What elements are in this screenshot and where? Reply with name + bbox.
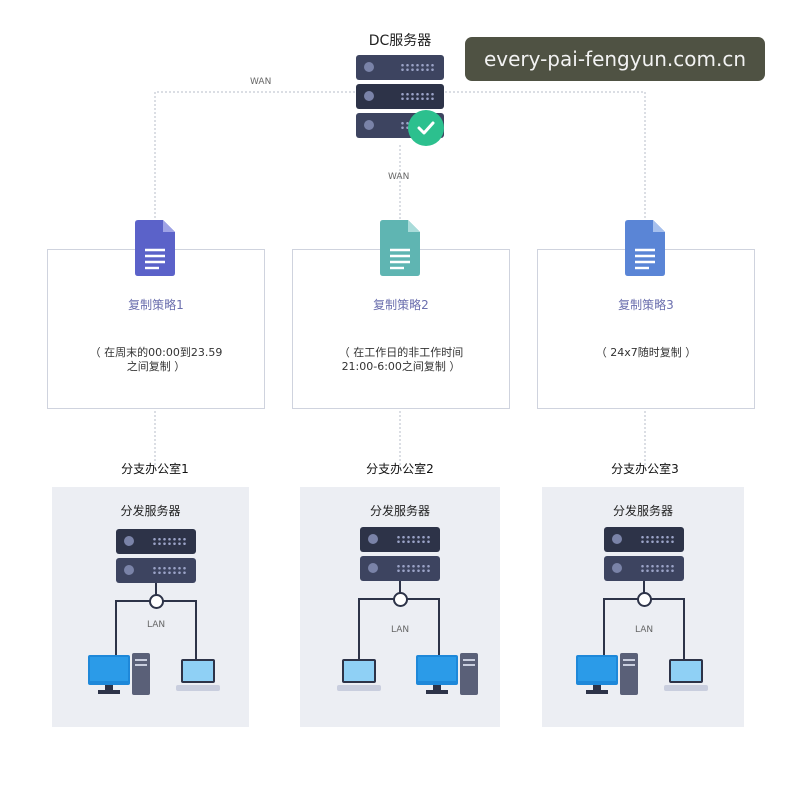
distribution-server-label: 分发服务器	[369, 504, 430, 518]
office-label-2: 分支办公室2	[366, 462, 434, 476]
dc-server-label: DC服务器	[368, 33, 432, 49]
document-icon	[625, 220, 665, 276]
policy-title-2: 复制策略2	[373, 298, 429, 312]
desktop-computer-icon	[88, 653, 150, 695]
wan-label-left: WAN	[250, 77, 272, 87]
desktop-computer-icon	[576, 653, 638, 695]
lan-hub	[393, 592, 408, 607]
watermark: every-pai-fengyun.com.cn	[465, 37, 765, 81]
check-icon	[408, 110, 444, 146]
policy-desc-2: （ 在工作日的非工作时间 21:00-6:00之间复制 ）	[338, 346, 464, 373]
distribution-server-label: 分发服务器	[612, 504, 673, 518]
policy-desc-1: （ 在周末的00:00到23.59 之间复制 ）	[89, 346, 223, 373]
distribution-server-icon	[360, 527, 440, 585]
policy-desc-3: （ 24x7随时复制 ）	[595, 346, 697, 359]
lan-hub	[637, 592, 652, 607]
distribution-server-icon	[116, 529, 196, 587]
office-box-2: 分发服务器 LAN	[300, 487, 500, 727]
laptop-icon	[176, 659, 220, 691]
policy-title-3: 复制策略3	[618, 298, 674, 312]
policy-title-1: 复制策略1	[128, 298, 184, 312]
wan-link-top	[154, 91, 646, 222]
document-icon	[380, 220, 420, 276]
office-box-1: 分发服务器 LAN	[52, 487, 249, 727]
distribution-server-label: 分发服务器	[120, 504, 181, 518]
desktop-computer-icon	[416, 653, 478, 695]
wan-label-center: WAN	[388, 172, 410, 182]
document-icon	[135, 220, 175, 276]
distribution-server-icon	[604, 527, 684, 585]
laptop-icon	[664, 659, 708, 691]
laptop-icon	[337, 659, 381, 691]
lan-label: LAN	[391, 625, 410, 635]
lan-lines	[603, 581, 685, 659]
office-box-3: 分发服务器 LAN	[542, 487, 744, 727]
office-label-1: 分支办公室1	[121, 462, 189, 476]
lan-label: LAN	[635, 625, 654, 635]
lan-hub	[149, 594, 164, 609]
office-label-3: 分支办公室3	[611, 462, 679, 476]
lan-label: LAN	[147, 620, 166, 630]
policy-box-2	[292, 249, 510, 409]
